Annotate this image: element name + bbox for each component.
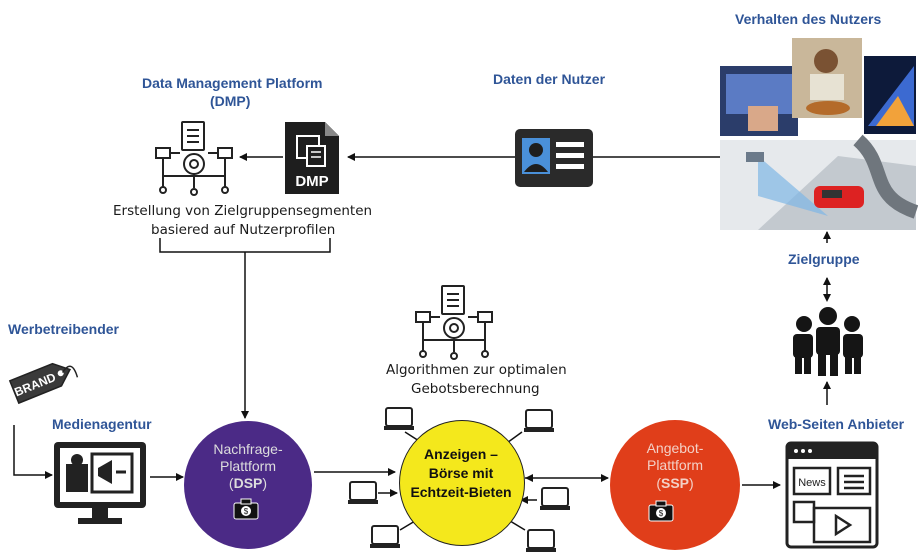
dmp-file-icon: DMP <box>285 122 339 194</box>
user-data-label: Daten der Nutzer <box>493 71 606 87</box>
exchange-line2: Börse mit <box>428 465 494 481</box>
dsp-abbr: (DSP) <box>228 475 268 491</box>
dsp-line1: Nachfrage- <box>213 441 283 457</box>
ssp-abbr: (SSP) <box>656 475 694 491</box>
news-text: News <box>798 477 826 489</box>
svg-text:$: $ <box>244 507 249 516</box>
ssp-line2: Plattform <box>646 457 703 473</box>
dsp-abbr-text: DSP <box>233 475 263 491</box>
target-group-people-icon <box>793 307 863 376</box>
laptop-icon-bottom-left <box>370 525 400 548</box>
dsp-node <box>184 421 312 549</box>
web-publisher-browser-icon: News <box>785 441 879 549</box>
algorithm-process-icon <box>415 285 493 360</box>
web-publisher-label: Web-Seiten Anbieter <box>768 416 905 432</box>
dsp-money-bag-icon: $ <box>233 498 259 520</box>
laptop-icon-top-left <box>384 407 414 430</box>
exchange-node <box>399 420 525 546</box>
exchange-line1: Anzeigen – <box>424 446 498 462</box>
dsp-line2: Plattform <box>219 458 276 474</box>
target-group-label: Zielgruppe <box>788 251 860 267</box>
media-agency-monitor-icon <box>54 442 146 524</box>
dmp-title-line1: Data Management Platform <box>142 75 323 91</box>
user-behaviour-collage <box>720 38 918 230</box>
media-agency-label: Medienagentur <box>52 416 152 432</box>
segments-text-line2: basiered auf Nutzerprofilen <box>151 222 336 238</box>
laptop-icon-mid-left <box>348 481 378 504</box>
user-profile-card-icon <box>515 129 593 187</box>
arrow-advertiser-to-agency <box>13 425 53 479</box>
behaviour-label: Verhalten des Nutzers <box>735 11 882 27</box>
laptop-icon-mid-right <box>540 487 570 510</box>
exchange-line3: Echtzeit-Bieten <box>410 484 512 500</box>
ssp-line1: Angebot- <box>646 440 704 456</box>
algorithm-text-line1: Algorithmen zur optimalen <box>386 362 567 378</box>
ssp-money-bag-icon: $ <box>648 500 674 522</box>
dmp-title-line2: (DMP) <box>210 93 251 109</box>
advertiser-label: Werbetreibender <box>8 321 119 337</box>
laptop-icon-top-right <box>524 409 554 432</box>
segments-text-line1: Erstellung von Zielgruppensegmenten <box>113 203 373 219</box>
segmentation-process-icon <box>155 121 233 196</box>
ssp-node <box>610 420 740 550</box>
dmp-icon-text: DMP <box>295 173 328 190</box>
svg-text:$: $ <box>659 509 664 518</box>
laptop-icon-bottom-right <box>526 529 556 552</box>
ssp-abbr-text: SSP <box>660 475 689 491</box>
brand-tag-icon: BRAND <box>8 362 79 405</box>
algorithm-text-line2: Gebotsberechnung <box>411 381 540 397</box>
